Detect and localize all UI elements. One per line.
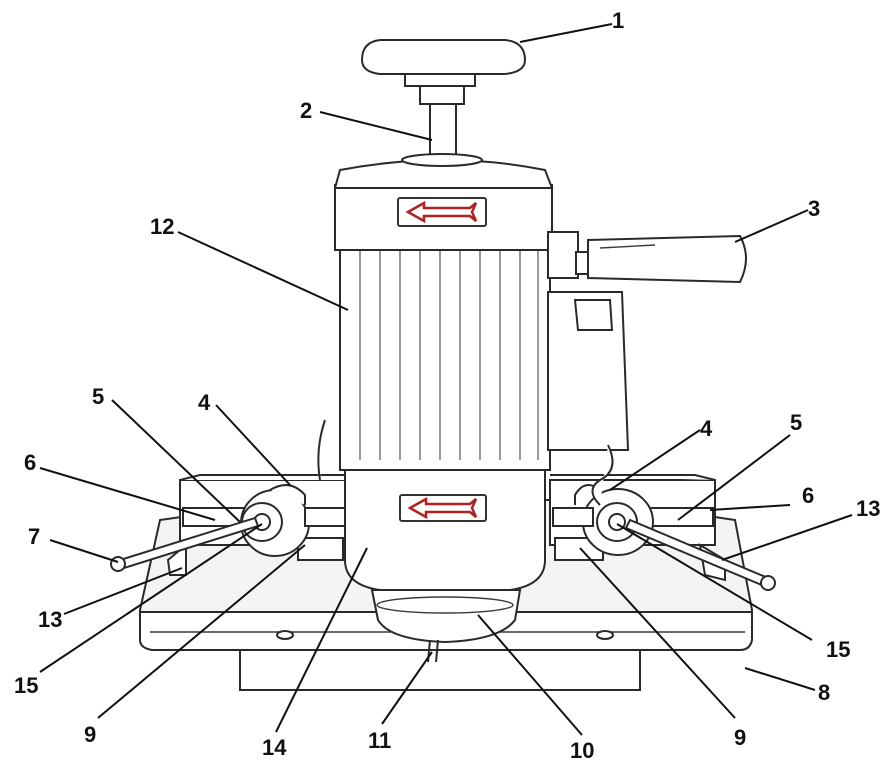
motor-body [333, 159, 554, 471]
junction-box [317, 291, 630, 506]
leader-15b [616, 523, 813, 641]
cutter-head [370, 589, 522, 663]
leader-lines [39, 23, 853, 736]
leader-3 [734, 209, 809, 243]
leader-11 [381, 651, 433, 725]
leader-14 [275, 547, 368, 733]
leader-6a [39, 467, 216, 521]
height-adjust-shaft [401, 85, 483, 167]
leader-10 [477, 614, 583, 736]
callout-12: 12 [150, 214, 174, 239]
callout-1: 1 [612, 8, 624, 33]
callout-6-right: 6 [802, 483, 814, 508]
callout-15-left: 15 [14, 673, 38, 698]
motor-cooling-fins [359, 250, 539, 460]
leader-9a [97, 544, 306, 719]
leader-5b [677, 434, 791, 521]
callout-5-right: 5 [790, 410, 802, 435]
callout-9-right: 9 [734, 725, 746, 750]
right-fence-assembly [549, 474, 776, 591]
callout-5-left: 5 [92, 384, 104, 409]
leader-15a [39, 523, 263, 673]
callout-3: 3 [808, 196, 820, 221]
leader-2 [319, 111, 433, 141]
leader-13a [63, 567, 183, 615]
leader-4b [609, 429, 701, 491]
leader-4a [215, 404, 291, 486]
handwheel [360, 39, 527, 87]
callout-6-left: 6 [24, 450, 36, 475]
callout-13-right: 13 [856, 496, 880, 521]
callout-15-right: 15 [826, 637, 850, 662]
leader-6b [709, 504, 791, 511]
callout-labels: 1 2 3 4 4 5 5 6 6 7 8 9 9 10 11 12 13 13… [14, 8, 880, 763]
callout-9-left: 9 [84, 722, 96, 747]
spindle-housing [344, 469, 546, 591]
leader-8 [744, 667, 816, 691]
callout-13-left: 13 [38, 607, 62, 632]
callout-14: 14 [262, 735, 287, 760]
leader-7 [49, 539, 119, 563]
leader-9b [579, 547, 736, 719]
side-handle [547, 231, 747, 284]
callout-2: 2 [300, 98, 312, 123]
leader-12 [177, 231, 349, 311]
callout-7: 7 [28, 524, 40, 549]
leader-13b [721, 514, 853, 561]
callout-4-left: 4 [198, 390, 211, 415]
callout-10: 10 [570, 738, 594, 763]
left-fence-assembly [110, 474, 346, 576]
leader-1 [519, 23, 613, 43]
callout-11: 11 [368, 728, 391, 753]
callout-8: 8 [818, 680, 830, 705]
callout-4-right: 4 [700, 416, 713, 441]
leader-5a [111, 399, 241, 523]
